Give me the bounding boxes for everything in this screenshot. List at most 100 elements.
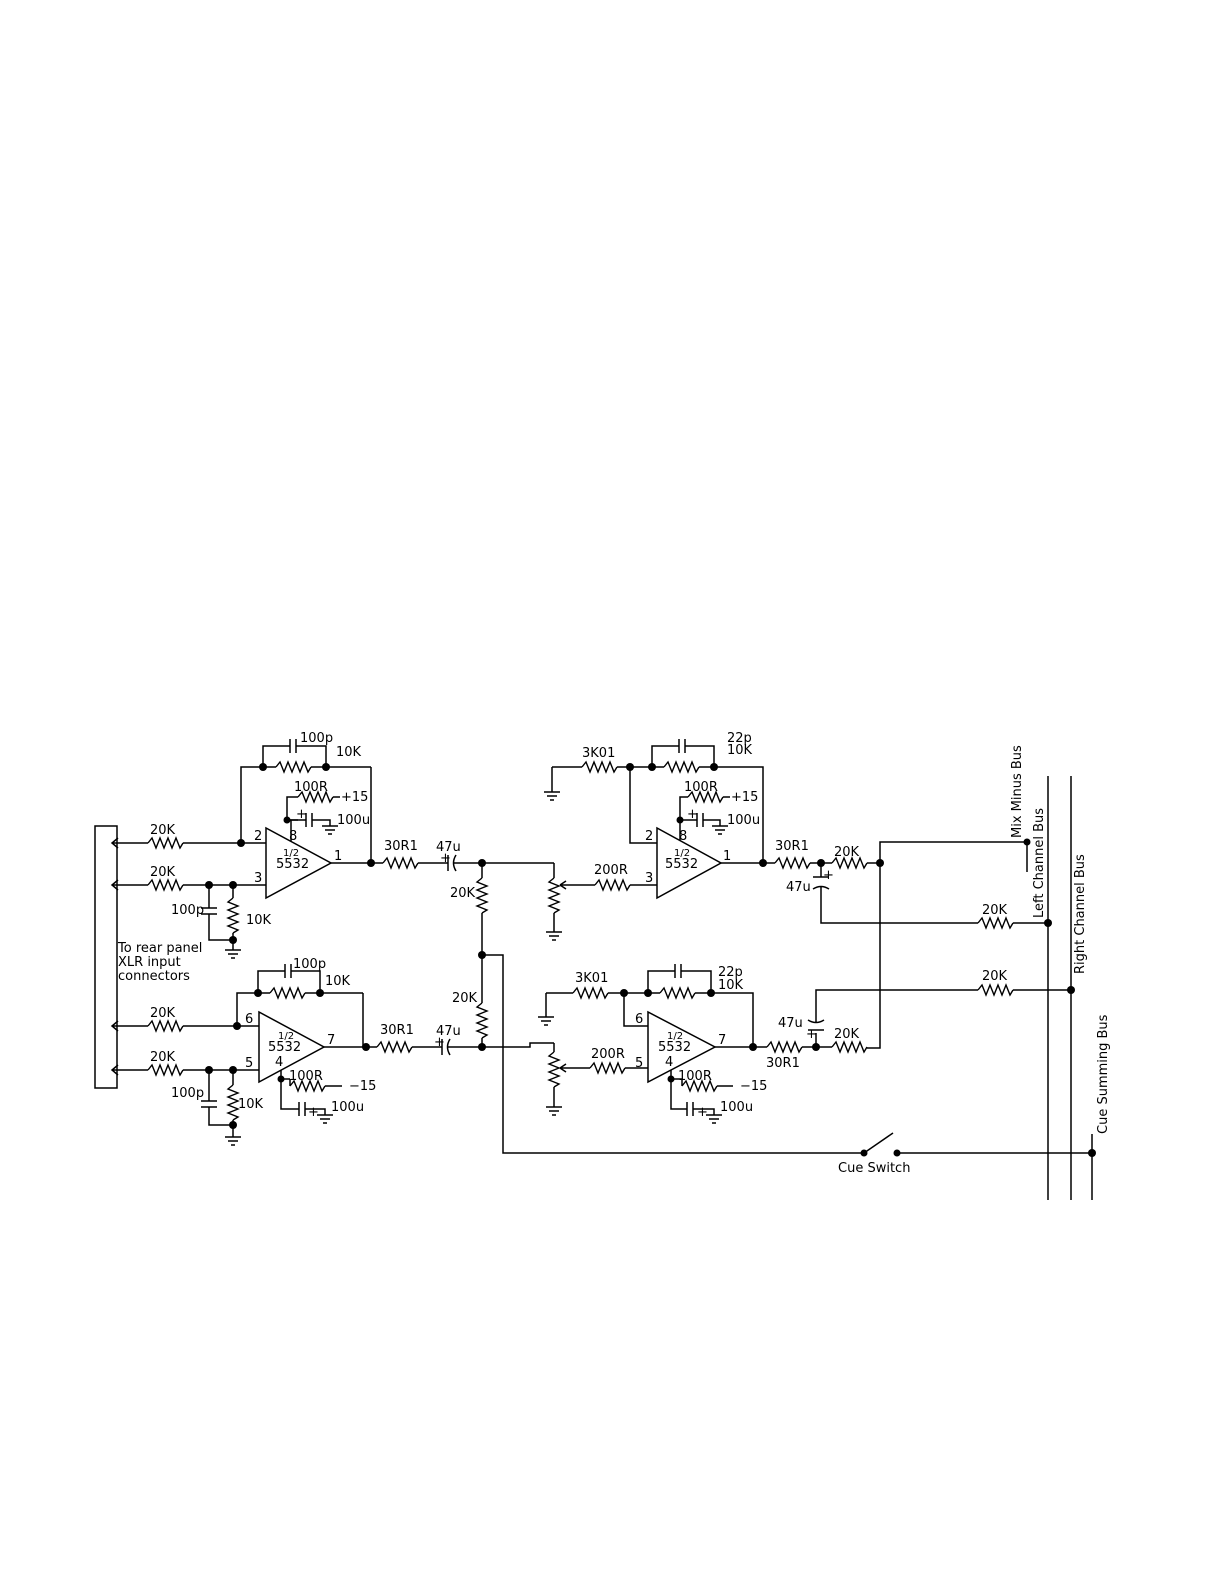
svg-text:−15: −15	[349, 1079, 376, 1094]
svg-text:3K01: 3K01	[582, 746, 615, 761]
svg-text:3: 3	[645, 871, 653, 886]
coupling-cap-47u-4: 47u +	[778, 989, 978, 1047]
svg-text:10K: 10K	[727, 743, 753, 758]
supply-decoupling-2: 100R +15 100u +	[676, 780, 760, 848]
opamp-5532-2: 1/2 5532 2 3 8 1	[645, 826, 731, 900]
xlr-connector-block	[94, 825, 118, 1089]
svg-text:30R1: 30R1	[380, 1023, 414, 1038]
svg-text:5532: 5532	[268, 1040, 301, 1055]
svg-text:10K: 10K	[336, 745, 362, 760]
svg-text:+: +	[823, 868, 834, 883]
svg-text:100R: 100R	[684, 780, 718, 795]
right-channel-bus: Right Channel Bus	[1070, 776, 1088, 1200]
svg-text:100u: 100u	[331, 1100, 364, 1115]
connector-note-line-1: To rear panel	[117, 941, 202, 956]
resistor-200r-3: 200R	[568, 1047, 648, 1074]
resistor-20k-mixminus-1: 20K	[831, 845, 880, 869]
svg-text:8: 8	[289, 829, 297, 844]
svg-text:1/2: 1/2	[674, 848, 690, 859]
svg-text:5532: 5532	[276, 857, 309, 872]
svg-text:100R: 100R	[678, 1069, 712, 1084]
output-resistor-30r1-3: 30R1	[376, 1023, 414, 1053]
input-arrow-3	[110, 1020, 148, 1032]
resistor-20k-left-bus: 20K	[977, 903, 1048, 929]
supply-decoupling-1: 100R +15 100u +	[283, 780, 370, 848]
svg-text:2: 2	[254, 829, 262, 844]
output-resistor-30r1-1: 30R1	[382, 839, 419, 869]
svg-text:7: 7	[327, 1033, 335, 1048]
svg-text:20K: 20K	[982, 903, 1008, 918]
supply-decoupling-3: 100R −15 100u +	[277, 1067, 376, 1124]
svg-text:20K: 20K	[452, 991, 478, 1006]
feedback-capacitor-22p-2: 22p	[651, 731, 752, 767]
svg-text:100R: 100R	[289, 1069, 323, 1084]
svg-text:8: 8	[679, 829, 687, 844]
svg-text:10K: 10K	[246, 913, 272, 928]
svg-text:47u: 47u	[436, 840, 461, 855]
feedback-capacitor-100p-3: 100p	[257, 957, 326, 993]
left-channel-bus: Left Channel Bus	[1032, 776, 1049, 1200]
opamp-5532-3: 1/2 5532 6 5 4 7	[245, 1010, 335, 1084]
resistor-3k01-1: 3K01	[552, 746, 652, 773]
svg-text:20K: 20K	[982, 969, 1008, 984]
svg-text:1: 1	[334, 849, 342, 864]
svg-text:10K: 10K	[238, 1097, 264, 1112]
svg-text:20K: 20K	[450, 886, 476, 901]
coupling-cap-47u-1: 47u +	[436, 840, 461, 872]
feedback-capacitor-100p-1: 100p	[262, 731, 333, 767]
svg-text:1/2: 1/2	[667, 1031, 683, 1042]
coupling-cap-47u-2: 47u +	[786, 863, 978, 924]
feedback-resistor-10k-1: 10K	[259, 745, 371, 773]
svg-text:20K: 20K	[150, 865, 176, 880]
svg-text:3K01: 3K01	[575, 971, 608, 986]
connector-note-line-2: XLR input	[118, 955, 181, 970]
input-resistor-20k-2: 20K	[147, 865, 184, 891]
svg-text:+: +	[806, 1027, 817, 1042]
svg-text:100u: 100u	[337, 813, 370, 828]
connector-note-line-3: connectors	[118, 969, 190, 984]
svg-text:200R: 200R	[594, 863, 628, 878]
svg-text:Mix Minus Bus: Mix Minus Bus	[1010, 745, 1025, 838]
input-arrow-4	[110, 1064, 148, 1076]
resistor-20k-shunt-1: 20K	[450, 863, 488, 955]
svg-text:100p: 100p	[293, 957, 326, 972]
feedback-resistor-10k-2: 10K	[648, 743, 764, 863]
supply-decoupling-4: 100R −15 100u +	[667, 1067, 767, 1124]
svg-text:22p: 22p	[727, 731, 752, 746]
svg-text:Left Channel Bus: Left Channel Bus	[1032, 808, 1047, 918]
cue-summing-bus: Cue Summing Bus	[1091, 1014, 1111, 1200]
svg-text:4: 4	[275, 1055, 283, 1070]
svg-text:3: 3	[254, 871, 262, 886]
resistor-10k-ground-3: 10K	[224, 1070, 264, 1146]
svg-text:−15: −15	[740, 1079, 767, 1094]
svg-text:5: 5	[245, 1056, 253, 1071]
svg-text:4: 4	[665, 1055, 673, 1070]
resistor-20k-shunt-3: 20K	[452, 955, 488, 1047]
input-resistor-20k-3: 20K	[147, 1006, 184, 1032]
svg-text:200R: 200R	[591, 1047, 625, 1062]
svg-text:30R1: 30R1	[384, 839, 418, 854]
svg-text:2: 2	[645, 829, 653, 844]
svg-text:Cue Summing Bus: Cue Summing Bus	[1096, 1014, 1111, 1134]
svg-text:20K: 20K	[150, 1006, 176, 1021]
svg-text:47u: 47u	[778, 1016, 803, 1031]
output-resistor-30r1-4: 30R1	[766, 1041, 803, 1071]
svg-text:20K: 20K	[150, 823, 176, 838]
coupling-cap-47u-3: 47u +	[434, 1024, 461, 1056]
resistor-3k01-3: 3K01	[546, 971, 648, 999]
svg-text:100p: 100p	[300, 731, 333, 746]
output-resistor-30r1-2: 30R1	[774, 839, 811, 869]
opamp-5532-4: 1/2 5532 6 5 4 7	[635, 1010, 726, 1084]
svg-text:5532: 5532	[665, 857, 698, 872]
level-potentiometer-3	[545, 1043, 568, 1116]
svg-text:30R1: 30R1	[766, 1056, 800, 1071]
svg-text:+: +	[697, 1105, 708, 1120]
cue-switch: Cue Switch	[838, 1132, 1096, 1176]
svg-text:10K: 10K	[325, 974, 351, 989]
input-resistor-20k-1: 20K	[147, 823, 184, 849]
capacitor-100p-1: 100p	[171, 885, 233, 941]
feedback-capacitor-22p-4: 22p	[647, 964, 743, 993]
input-arrow-1	[110, 837, 148, 849]
svg-text:+: +	[434, 1035, 445, 1050]
